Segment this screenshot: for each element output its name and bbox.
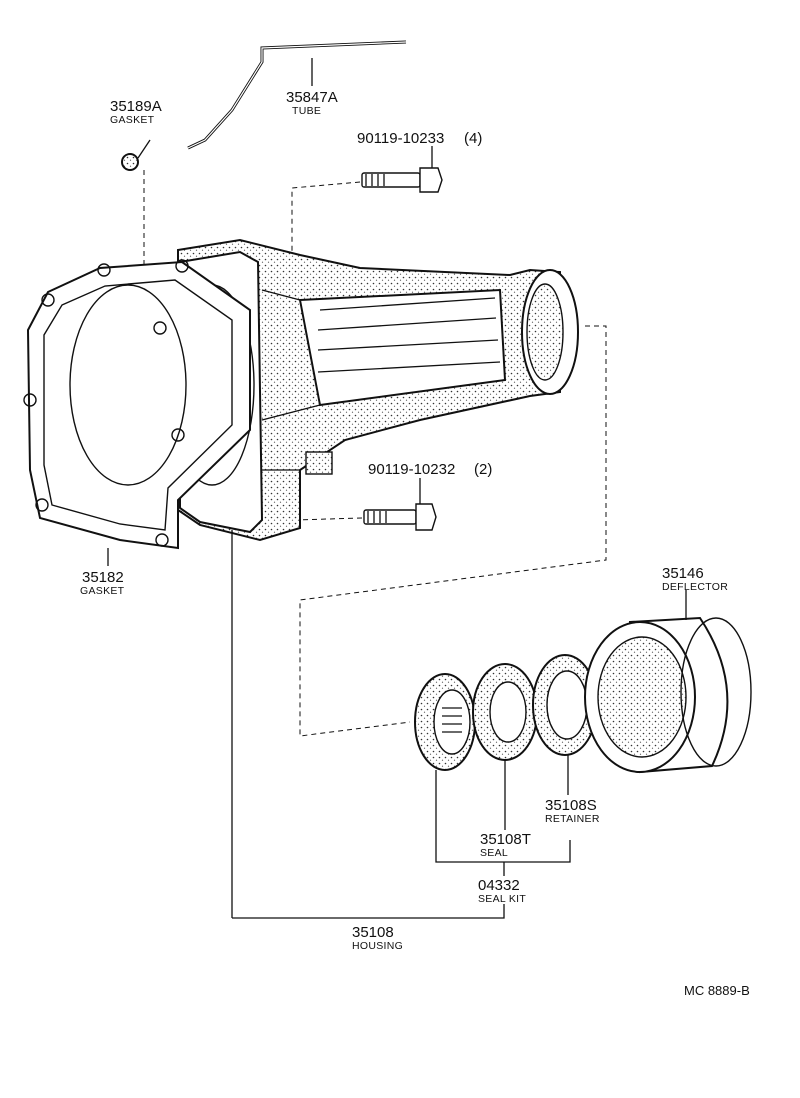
upper-bolt-part xyxy=(291,146,443,322)
housing-number: 35108 xyxy=(352,924,394,941)
seal-name: SEAL xyxy=(480,847,508,859)
seal-number: 35108T xyxy=(480,831,531,848)
tube-part xyxy=(187,40,407,150)
tube-name: TUBE xyxy=(292,105,321,117)
bolt-upper-number: 90119-10233 xyxy=(357,130,444,147)
small-gasket-part xyxy=(121,139,151,272)
housing-bracket xyxy=(232,904,505,919)
housing-name: HOUSING xyxy=(352,940,403,952)
bolt-lower-number: 90119-10232 xyxy=(368,461,455,478)
deflector-number: 35146 xyxy=(662,565,704,582)
seal-kit-name: SEAL KIT xyxy=(478,893,526,905)
deflector-name: DEFLECTOR xyxy=(662,581,728,593)
flange-gasket-part xyxy=(23,259,251,566)
oil-seal-part xyxy=(414,673,476,771)
seal-part xyxy=(472,663,538,830)
bolt-lower-qty: (2) xyxy=(474,461,492,478)
assembly-route-line xyxy=(299,325,607,737)
bolt-upper-qty: (4) xyxy=(464,130,482,147)
tube-number: 35847A xyxy=(286,89,338,106)
diagram-code: MC 8889-B xyxy=(684,983,750,998)
retainer-name: RETAINER xyxy=(545,813,600,825)
seal-kit-bracket xyxy=(435,770,571,863)
gasket-small-name: GASKET xyxy=(110,114,155,126)
retainer-number: 35108S xyxy=(545,797,597,814)
gasket-small-number: 35189A xyxy=(110,98,162,115)
gasket-flange-number: 35182 xyxy=(82,569,124,586)
seal-kit-number: 04332 xyxy=(478,877,520,894)
gasket-flange-name: GASKET xyxy=(80,585,125,597)
lower-bolt-part xyxy=(293,478,437,531)
deflector-part xyxy=(584,590,752,774)
